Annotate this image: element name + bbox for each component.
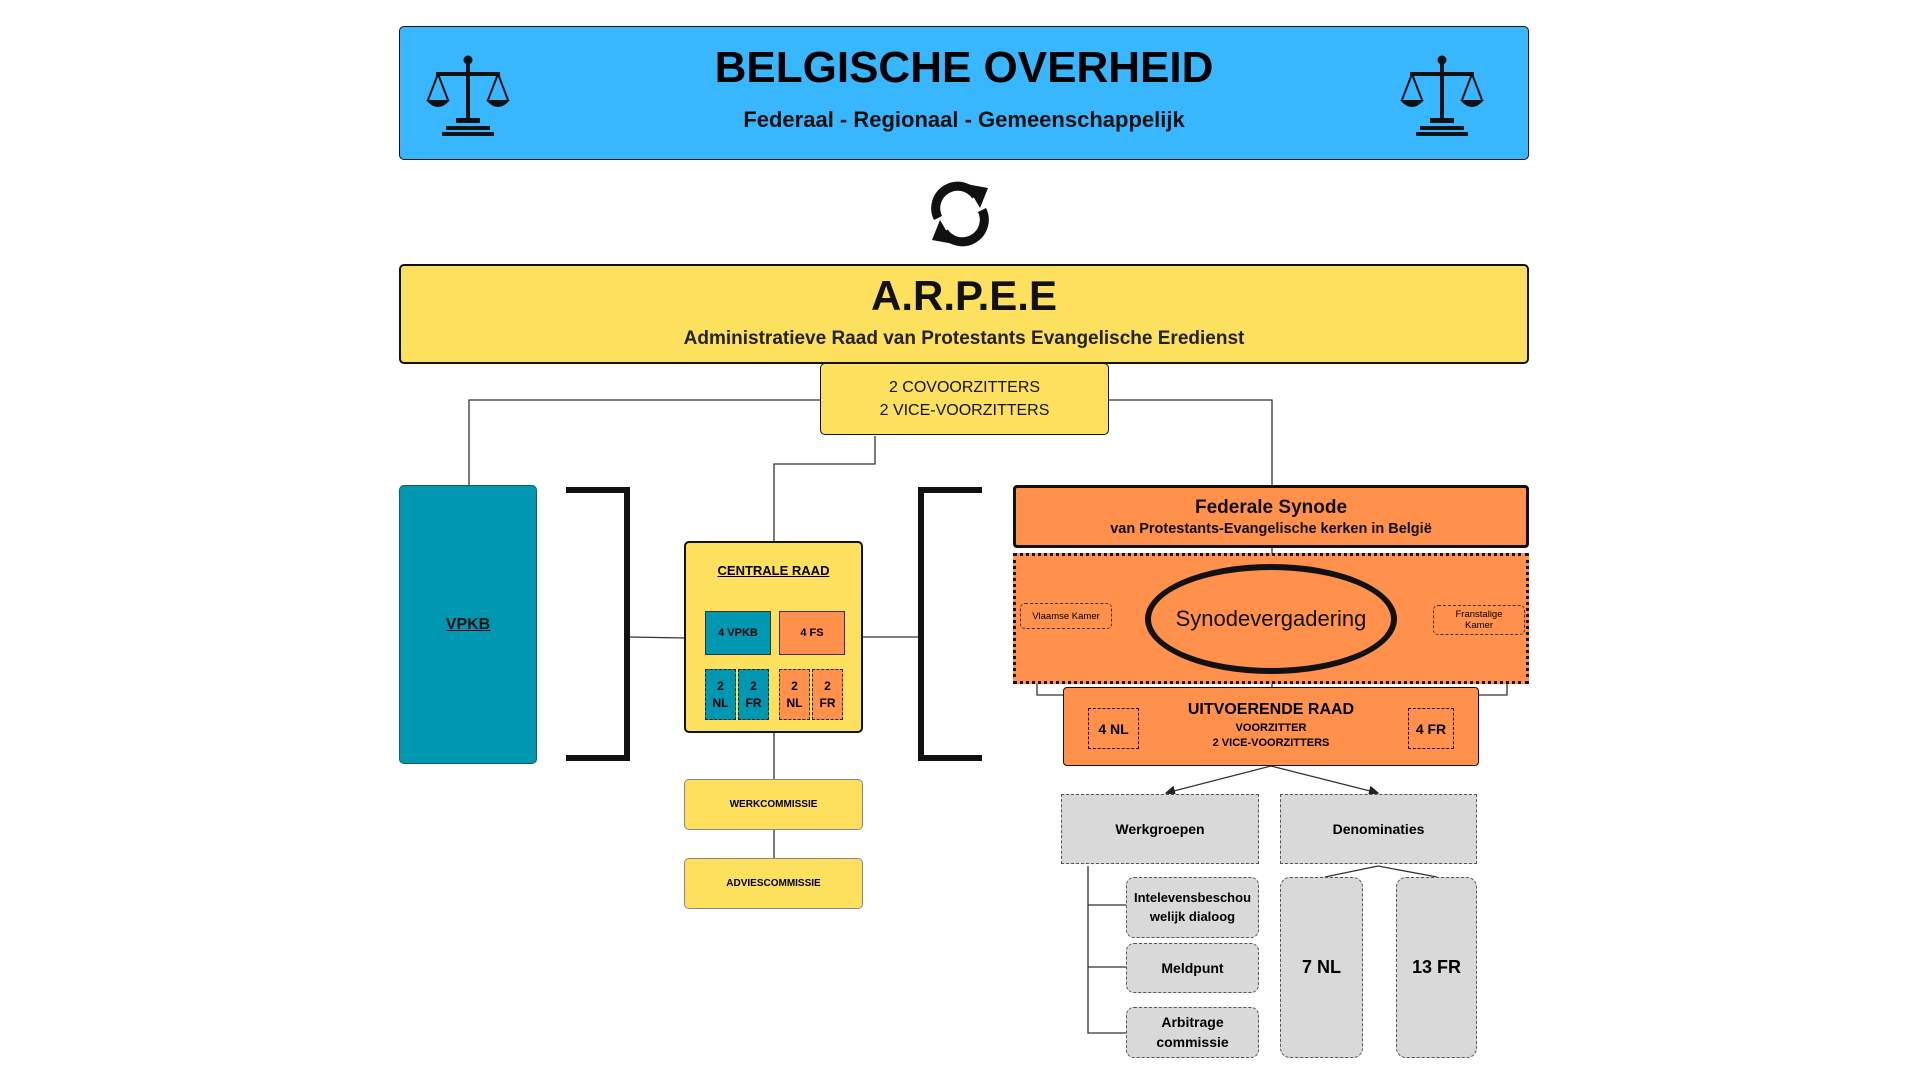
vpkb-box: VPKB	[399, 485, 537, 764]
arpee-banner: A.R.P.E.E Administratieve Raad van Prote…	[399, 264, 1529, 364]
four-vpkb-box: 4 VPKB	[705, 611, 771, 655]
werkgroep-dialoog-box: Intelevensbeschou welijk dialoog	[1126, 877, 1259, 938]
synodevergadering-ellipse: Synodevergadering	[1145, 564, 1397, 674]
vpkb-fr-box: 2 FR	[738, 669, 769, 720]
scales-of-justice-icon	[426, 55, 510, 136]
left-bracket	[918, 487, 982, 761]
synodevergadering-label: Synodevergadering	[1175, 606, 1367, 631]
vpkb-nl-count: 2	[717, 678, 724, 693]
uitvoerende-raad-line-1: VOORZITTER	[1235, 722, 1307, 734]
presidency-line-1: 2 COVOORZITTERS	[888, 378, 1041, 396]
arpee-title: A.R.P.E.E	[871, 272, 1057, 319]
denominaties-nl-box: 7 NL	[1280, 877, 1363, 1058]
centrale-raad-box: CENTRALE RAAD 4 VPKB 4 FS 2 NL 2 FR 2 NL…	[684, 541, 863, 733]
federale-synode-header: Federale Synode van Protestants-Evangeli…	[1013, 485, 1529, 548]
presidency-box: 2 COVOORZITTERS 2 VICE-VOORZITTERS	[820, 363, 1109, 435]
overheid-title: BELGISCHE OVERHEID	[714, 43, 1214, 92]
denominaties-box: Denominaties	[1280, 794, 1477, 864]
four-fs-box: 4 FS	[779, 611, 845, 655]
sync-arrows-icon	[931, 181, 989, 247]
centrale-raad-title: CENTRALE RAAD	[717, 563, 830, 578]
denominaties-fr-box: 13 FR	[1396, 877, 1477, 1058]
belgische-overheid-banner: BELGISCHE OVERHEID Federaal - Regionaal …	[399, 26, 1529, 160]
franstalige-kamer-box: Franstalige Kamer	[1433, 605, 1525, 635]
vpkb-fr-count: 2	[750, 678, 757, 693]
fs-fr-box: 2 FR	[812, 669, 843, 720]
right-bracket	[566, 487, 630, 761]
scales-of-justice-icon	[1400, 55, 1484, 136]
four-nl-box: 4 NL	[1088, 708, 1139, 749]
uitvoerende-raad-box: UITVOERENDE RAAD VOORZITTER 2 VICE-VOORZ…	[1063, 687, 1479, 766]
vpkb-label: VPKB	[445, 615, 491, 633]
werkgroepen-box: Werkgroepen	[1061, 794, 1259, 864]
fs-fr-count: 2	[824, 678, 831, 693]
werkgroep-arbitrage-box: Arbitrage commissie	[1126, 1007, 1259, 1058]
uitvoerende-raad-line-2: 2 VICE-VOORZITTERS	[1212, 737, 1330, 749]
synode-subtitle: van Protestants-Evangelische kerken in B…	[1110, 520, 1432, 537]
fs-fr-lang: FR	[819, 695, 836, 710]
adviescommissie-box: ADVIESCOMMISSIE	[684, 858, 863, 909]
vlaamse-kamer-box: Vlaamse Kamer	[1020, 603, 1112, 629]
uitvoerende-raad-title: UITVOERENDE RAAD	[1187, 701, 1355, 718]
vpkb-fr-lang: FR	[745, 695, 762, 710]
werkgroep-meldpunt-box: Meldpunt	[1126, 943, 1259, 993]
fs-nl-lang: NL	[786, 695, 803, 710]
presidency-line-2: 2 VICE-VOORZITTERS	[879, 401, 1050, 419]
overheid-subtitle: Federaal - Regionaal - Gemeenschappelijk	[743, 107, 1185, 132]
vpkb-nl-lang: NL	[712, 695, 729, 710]
werkcommissie-box: WERKCOMMISSIE	[684, 779, 863, 830]
fs-nl-box: 2 NL	[779, 669, 810, 720]
synode-title: Federale Synode	[1194, 496, 1348, 518]
fs-nl-count: 2	[791, 678, 798, 693]
arpee-subtitle: Administratieve Raad van Protestants Eva…	[683, 328, 1245, 349]
four-fr-box: 4 FR	[1408, 708, 1454, 749]
vpkb-nl-box: 2 NL	[705, 669, 736, 720]
